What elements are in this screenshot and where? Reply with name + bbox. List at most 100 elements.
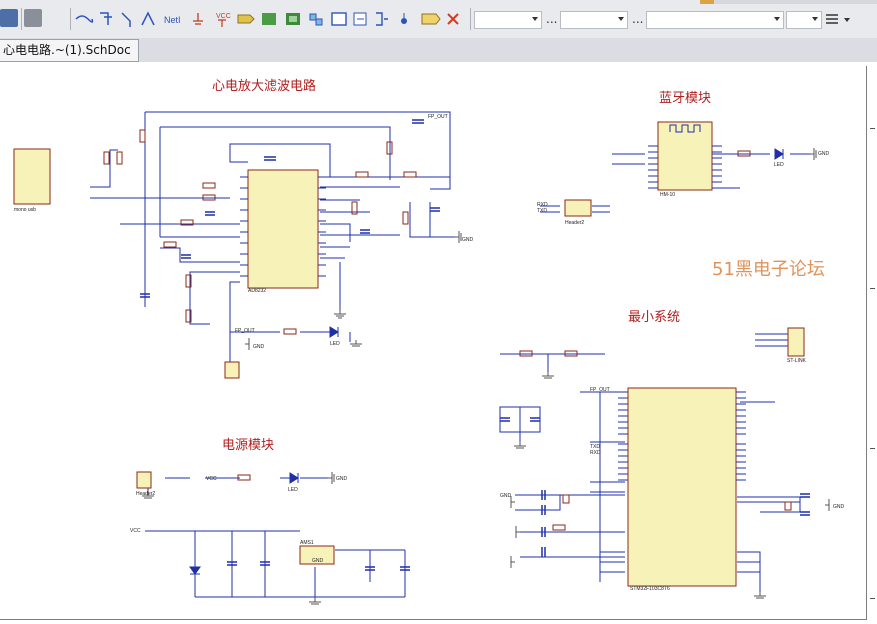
- chevron-down-icon: [774, 17, 780, 21]
- delete-icon[interactable]: [447, 13, 459, 25]
- ams1117-label: AMS1: [300, 540, 314, 546]
- capacitor: [541, 547, 546, 557]
- gnd-symbol: [510, 556, 515, 568]
- chevron-down-icon: [618, 17, 624, 21]
- fp-out-net-label: FP_OUT: [235, 328, 255, 334]
- fp-out-net-label: FP_OUT: [428, 114, 448, 120]
- ic-pins: [240, 145, 746, 481]
- gnd-symbol: [515, 526, 520, 538]
- sheet-symbol-icon[interactable]: [286, 13, 300, 25]
- capacitor: [264, 156, 276, 161]
- ad8232-label: AD8232: [248, 288, 267, 294]
- toolbar-separator: [70, 8, 71, 30]
- resistor-r16: [283, 328, 297, 335]
- power-header-body: [136, 471, 152, 489]
- min-system-wires: [499, 333, 801, 592]
- led-label: LED: [288, 487, 298, 493]
- txd-net-label: TXD: [590, 444, 600, 450]
- stlink-label: ST-LINK: [787, 358, 806, 364]
- net-label-icon[interactable]: NetI: [164, 15, 181, 25]
- port-icon[interactable]: [237, 14, 255, 24]
- header2-label: Header2: [565, 220, 585, 226]
- led-d1: [774, 148, 784, 160]
- resistor-r17: [519, 350, 533, 357]
- toolbar-overflow-strip: [700, 0, 877, 4]
- filter-combo-3[interactable]: [646, 11, 784, 29]
- header2-bt-body: [564, 199, 592, 217]
- capacitor: [800, 511, 810, 516]
- toolbar-separator: [470, 8, 471, 30]
- sheet-symbol-from-sheet-icon[interactable]: [353, 12, 367, 26]
- resistor-r3: [386, 141, 393, 155]
- gnd-symbol: [334, 310, 346, 319]
- gnd-symbol: [328, 472, 335, 484]
- capacitor: [140, 293, 150, 298]
- capacitor: [412, 119, 424, 124]
- crystal-y1: [562, 494, 570, 504]
- placement-tools: NetI VCC: [75, 11, 459, 27]
- power-wires: [145, 477, 406, 598]
- capacitor: [500, 417, 510, 422]
- gnd-symbol: [245, 338, 250, 350]
- ic-bodies: [13, 121, 805, 587]
- filter-combo-1[interactable]: [474, 11, 542, 29]
- watermark: 51黑电子论坛: [712, 259, 825, 280]
- zone-marker: [870, 128, 875, 129]
- toolbar-overflow-tab[interactable]: [700, 0, 714, 4]
- ground-symbols: [142, 148, 830, 605]
- harness-icon[interactable]: [141, 11, 155, 26]
- no-erc-icon[interactable]: [401, 13, 407, 24]
- gnd-symbol: [142, 492, 154, 499]
- gnd-symbol: [350, 340, 362, 347]
- gnd-net-label: GND: [462, 237, 474, 243]
- part-icon[interactable]: [262, 13, 276, 25]
- lead-connector-body: [224, 361, 240, 379]
- resistor-r6: [355, 171, 369, 178]
- toolbar-menu-icon[interactable]: [826, 13, 854, 27]
- wire-tool-icon[interactable]: [75, 15, 94, 23]
- vcc-port-icon[interactable]: VCC: [216, 13, 231, 27]
- gnd-net-label: GND: [833, 504, 845, 510]
- vcc-net-label: VCC: [130, 528, 141, 534]
- gnd-symbol: [510, 496, 515, 508]
- save-icon[interactable]: [0, 9, 18, 27]
- resistor-r1: [139, 129, 146, 143]
- led-d2: [329, 326, 339, 338]
- gnd-net-label: GND: [818, 151, 830, 157]
- bluetooth-wires: [540, 153, 810, 213]
- filter-combo-2[interactable]: [560, 11, 628, 29]
- document-tab-bar: 心电电路.~(1).SchDoc: [0, 38, 877, 63]
- document-tab[interactable]: 心电电路.~(1).SchDoc: [0, 39, 139, 62]
- resistor-r14: [185, 274, 192, 288]
- resistor-r11: [402, 211, 409, 225]
- gnd-symbol: [455, 231, 462, 243]
- print-icon[interactable]: [24, 9, 42, 27]
- device-sheet-icon[interactable]: [331, 12, 347, 26]
- sheet-entry-icon[interactable]: [309, 13, 323, 26]
- directive-icon[interactable]: [376, 12, 388, 26]
- stlink-header-body: [787, 327, 805, 357]
- capacitors: [140, 119, 810, 571]
- bus-tool-icon[interactable]: [100, 12, 112, 25]
- hm10-body: [657, 121, 713, 191]
- gnd-symbol: [754, 592, 766, 599]
- filter-combo-4[interactable]: [786, 11, 822, 29]
- section-title-power: 电源模块: [222, 438, 275, 453]
- usb-connector-body: [13, 148, 51, 205]
- resistor-r5: [116, 151, 123, 165]
- ad8232-body: [247, 169, 319, 289]
- resistor-r19: [237, 474, 251, 481]
- passives: [103, 129, 751, 531]
- bus-entry-icon[interactable]: [121, 12, 131, 27]
- resistor-r20: [552, 524, 566, 531]
- gnd-net-label: GND: [253, 344, 265, 350]
- gnd-port-icon[interactable]: [193, 13, 203, 25]
- capacitor: [541, 505, 546, 515]
- compile-mask-icon[interactable]: [421, 13, 441, 25]
- rxd-net-label: RXD: [590, 450, 601, 456]
- gnd-symbol: [514, 442, 526, 449]
- led-label: LED: [330, 341, 340, 347]
- stm32-label: STM32F103C8T6: [630, 586, 670, 592]
- ecg-wires: [90, 111, 455, 367]
- crystal-y2: [784, 501, 792, 511]
